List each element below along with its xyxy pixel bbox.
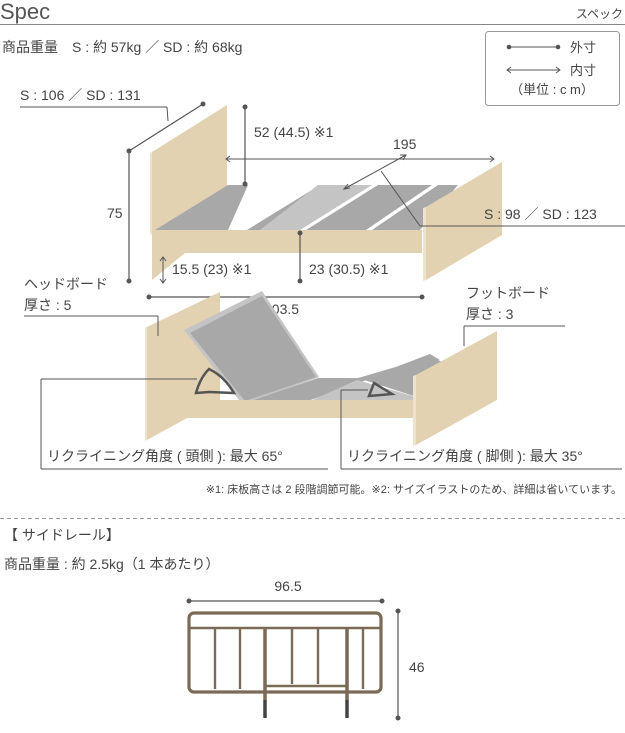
headboard-label: ヘッドボード xyxy=(24,276,108,292)
legend-box: 外寸 内寸 （単位 : c m） xyxy=(485,31,620,106)
side-rail-width: 96.5 xyxy=(274,578,301,594)
legend-unit: （単位 : c m） xyxy=(510,82,594,97)
side-rail-dimensions: 96.5 46 xyxy=(186,578,425,721)
footboard-thickness: 厚さ : 3 xyxy=(466,306,514,322)
footnote: ※1: 床板高さは 2 段階調節可能。※2: サイズイラストのため、詳細は省いて… xyxy=(206,482,622,496)
side-rail-illustration xyxy=(187,611,383,718)
floor-height-label: 23 (30.5) ※1 xyxy=(309,261,389,277)
inner-length-label: 195 xyxy=(393,136,417,152)
legend-inner: 内寸 xyxy=(570,63,596,78)
total-height-label: 75 xyxy=(107,205,123,221)
width-inner-label: S : 98 ／ SD : 123 xyxy=(484,206,597,222)
footboard-label: フットボード xyxy=(466,285,550,301)
side-rail-height: 46 xyxy=(409,659,425,675)
width-outer-label: S : 106 ／ SD : 131 xyxy=(20,87,141,103)
reclined-bed-illustration xyxy=(145,291,497,446)
headboard-thickness: 厚さ : 5 xyxy=(24,297,72,313)
reclined-bed-annotations: ヘッドボード 厚さ : 5 フットボード 厚さ : 3 リクライニング角度 ( … xyxy=(24,276,622,496)
side-rail-heading: 【 サイドレール】 xyxy=(4,527,120,543)
page-title: Spec xyxy=(0,0,50,24)
bed-weight: 商品重量 S : 約 57kg ／ SD : 約 68kg xyxy=(2,39,242,55)
headboard-height-label: 52 (44.5) ※1 xyxy=(254,124,334,140)
legend-outer: 外寸 xyxy=(570,40,596,55)
side-rail-weight: 商品重量 : 約 2.5kg（1 本あたり） xyxy=(4,556,219,572)
bed-illustration xyxy=(150,105,502,281)
bed-dimensions: S : 106 ／ SD : 131 75 52 (44.5) ※1 195 S… xyxy=(20,87,625,317)
head-recline-angle: リクライニング角度 ( 頭側 ): 最大 65° xyxy=(47,448,283,464)
page-subtitle: スペック xyxy=(576,7,623,21)
under-clearance-label: 15.5 (23) ※1 xyxy=(172,261,252,277)
foot-recline-angle: リクライニング角度 ( 脚側 ): 最大 35° xyxy=(347,448,583,464)
